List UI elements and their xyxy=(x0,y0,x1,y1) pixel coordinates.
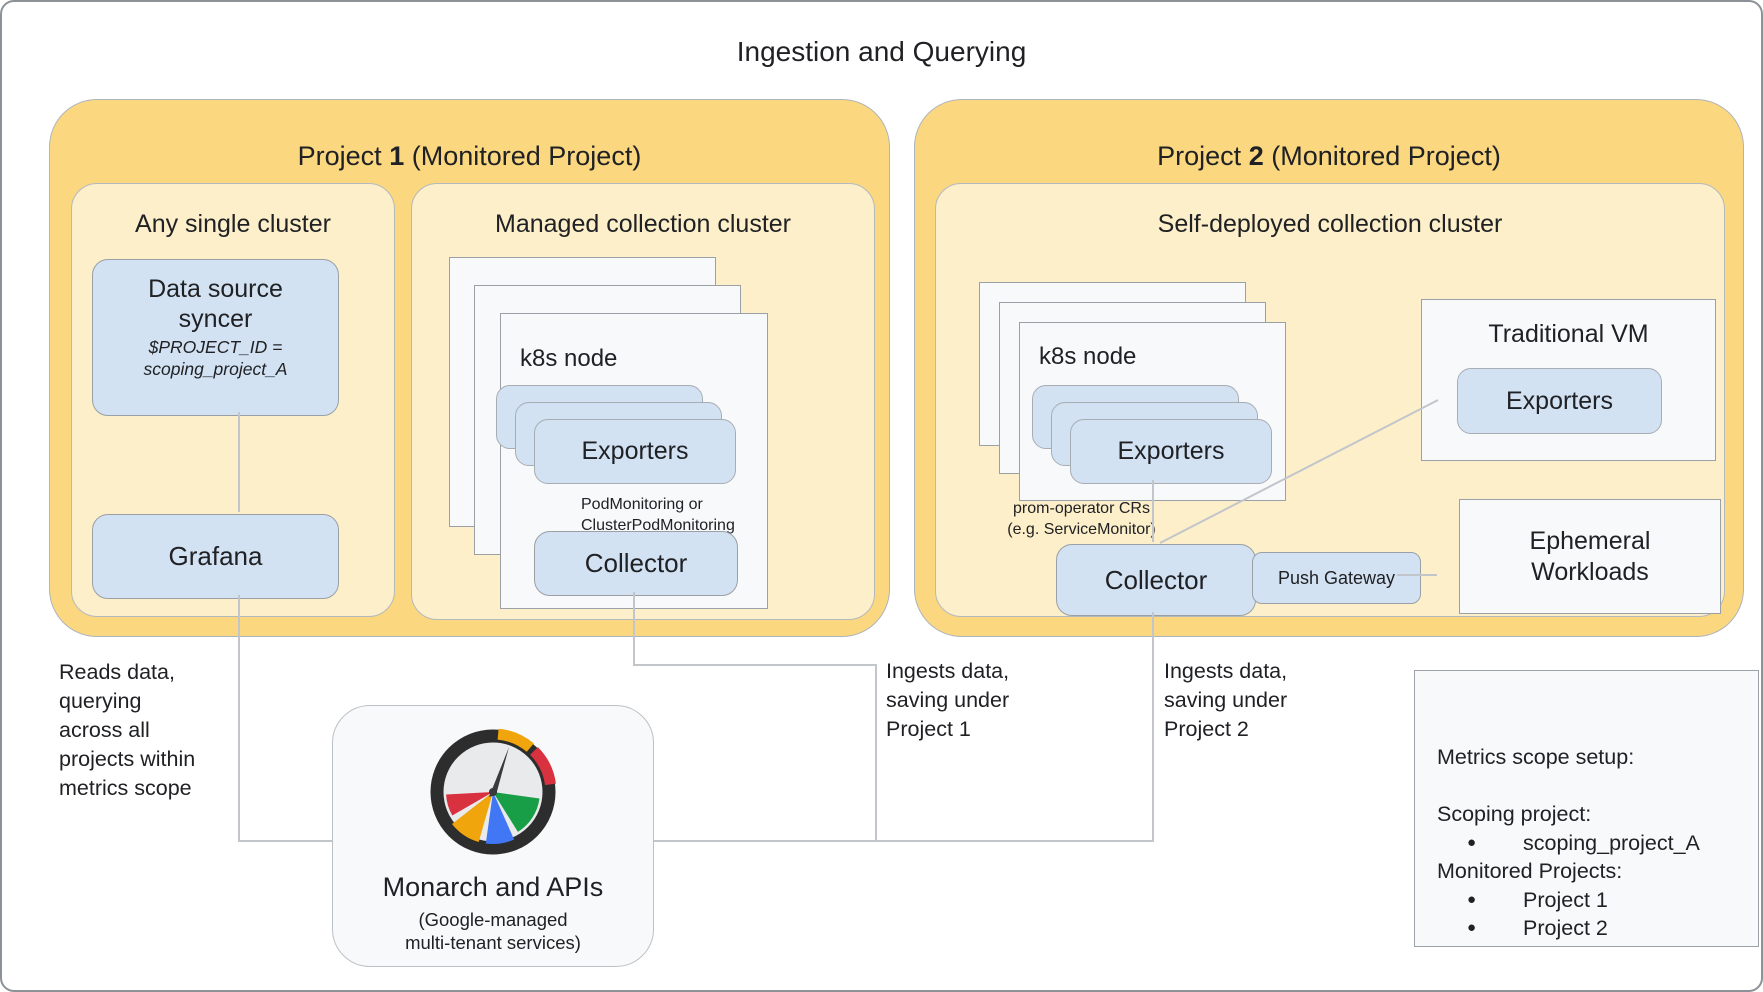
podmonitoring-note-line1: PodMonitoring or xyxy=(581,496,703,513)
metrics-scope-title: Metrics scope setup: xyxy=(1437,745,1635,769)
traditional-vm-box: Traditional VM Exporters xyxy=(1421,299,1716,461)
traditional-vm-label: Traditional VM xyxy=(1488,320,1649,348)
project1-container: Project 1 (Monitored Project) Any single… xyxy=(49,99,890,637)
metrics-scope-spacer xyxy=(1437,772,1758,801)
connector-collector1-horizontal xyxy=(633,664,877,666)
project1-label: Project 1 (Monitored Project) xyxy=(297,141,642,171)
project2-label: Project 2 (Monitored Project) xyxy=(1157,141,1501,171)
ingest1-line3: Project 1 xyxy=(886,717,971,741)
grafana-box: Grafana xyxy=(92,514,339,599)
monarch-subtitle-line2: multi-tenant services) xyxy=(405,932,581,953)
reads-data-line1: Reads data, xyxy=(59,660,175,684)
bullet-icon: ● xyxy=(1467,833,1477,851)
project-id-line2: scoping_project_A xyxy=(143,359,288,379)
collector-box-p1: Collector xyxy=(534,531,738,596)
any-single-cluster-label: Any single cluster xyxy=(135,210,331,238)
connector-collector1-down xyxy=(633,592,635,666)
traditional-vm-exporters-box: Exporters xyxy=(1457,368,1662,434)
scoping-project-label: Scoping project: xyxy=(1437,802,1592,826)
project-id-line1: $PROJECT_ID = xyxy=(148,337,283,357)
monitored-projects-label: Monitored Projects: xyxy=(1437,859,1623,883)
data-source-syncer-box: Data source syncer $PROJECT_ID = scoping… xyxy=(92,259,339,416)
ingest-project2-annotation: Ingests data, saving under Project 2 xyxy=(1164,657,1324,744)
ingest-project1-annotation: Ingests data, saving under Project 1 xyxy=(886,657,1046,744)
monitored-project-value-2: Project 2 xyxy=(1523,916,1608,940)
reads-data-line2: querying xyxy=(59,689,142,713)
collector-label-p2: Collector xyxy=(1104,564,1208,595)
ephemeral-workloads-box: Ephemeral Workloads xyxy=(1459,499,1721,614)
prom-operator-note-line1: prom-operator CRs xyxy=(1013,500,1150,517)
connector-pushgateway-ephemeral xyxy=(1397,574,1437,576)
scoping-project-item: ● scoping_project_A xyxy=(1437,829,1758,858)
ingest1-line2: saving under xyxy=(886,688,1010,712)
k8s-node-label: k8s node xyxy=(520,345,618,372)
self-deployed-cluster-box: Self-deployed collection cluster k8s nod… xyxy=(935,183,1725,617)
monarch-title: Monarch and APIs xyxy=(382,872,604,902)
ingest1-line1: Ingests data, xyxy=(886,659,1010,683)
self-deployed-cluster-label: Self-deployed collection cluster xyxy=(1157,210,1503,238)
reads-data-annotation: Reads data, querying across all projects… xyxy=(59,658,279,803)
push-gateway-box: Push Gateway xyxy=(1252,552,1421,604)
monarch-subtitle: (Google-managed multi-tenant services) xyxy=(333,908,653,954)
podmonitoring-note: PodMonitoring or ClusterPodMonitoring xyxy=(581,494,735,536)
grafana-label: Grafana xyxy=(168,541,263,571)
exporters-box: Exporters xyxy=(534,419,736,484)
managed-collection-cluster-box: Managed collection cluster k8s node Expo… xyxy=(411,183,875,620)
connector-exporters2-collector2 xyxy=(1152,480,1154,542)
collector-box-p2: Collector xyxy=(1056,544,1256,616)
monarch-subtitle-line1: (Google-managed xyxy=(418,909,568,930)
ingest2-line2: saving under xyxy=(1164,688,1288,712)
data-source-syncer-label: Data source syncer xyxy=(148,275,283,333)
exporters-label: Exporters xyxy=(581,437,689,465)
bullet-icon: ● xyxy=(1467,919,1477,936)
project2-container: Project 2 (Monitored Project) Self-deplo… xyxy=(914,99,1744,637)
data-source-syncer-project-id: $PROJECT_ID = scoping_project_A xyxy=(93,336,338,380)
ephemeral-workloads-label: Ephemeral Workloads xyxy=(1529,526,1651,586)
gauge-meter-icon xyxy=(430,728,556,855)
metrics-scope-panel: Metrics scope setup: Scoping project: ● … xyxy=(1414,670,1759,947)
connector-syncer-grafana xyxy=(238,412,240,512)
managed-collection-cluster-label: Managed collection cluster xyxy=(495,210,791,238)
monarch-box: Monarch and APIs (Google-managed multi-t… xyxy=(332,705,654,967)
bullet-icon: ● xyxy=(1467,890,1477,908)
podmonitoring-note-line2: ClusterPodMonitoring xyxy=(581,517,735,534)
prom-operator-note-line2: (e.g. ServiceMonitor) xyxy=(1007,521,1156,538)
connector-grafana-down xyxy=(238,595,240,842)
collector-label-p1: Collector xyxy=(584,548,688,578)
reads-data-line4: projects within xyxy=(59,747,196,771)
any-single-cluster-box: Any single cluster Data source syncer $P… xyxy=(71,183,395,617)
diagram-title: Ingestion and Querying xyxy=(736,36,1027,67)
ingest2-line3: Project 2 xyxy=(1164,717,1249,741)
exporters-label-p2: Exporters xyxy=(1117,437,1225,465)
connector-main-horizontal xyxy=(238,840,1154,842)
monitored-project-value-1: Project 1 xyxy=(1523,887,1608,912)
ingest2-line1: Ingests data, xyxy=(1164,659,1288,683)
reads-data-line5: metrics scope xyxy=(59,776,192,800)
connector-collector2-down xyxy=(1152,612,1154,842)
push-gateway-label: Push Gateway xyxy=(1277,567,1396,588)
monitored-project-item-1: ● Project 1 xyxy=(1437,886,1758,915)
scoping-project-value: scoping_project_A xyxy=(1523,830,1700,855)
prom-operator-note: prom-operator CRs (e.g. ServiceMonitor) xyxy=(974,498,1189,540)
connector-ingest1-down xyxy=(875,664,877,842)
k8s-node-label-p2: k8s node xyxy=(1039,343,1137,370)
traditional-vm-exporters-label: Exporters xyxy=(1506,386,1613,415)
reads-data-line3: across all xyxy=(59,718,150,742)
monitored-project-item-2: ● Project 2 xyxy=(1437,914,1758,943)
exporters-box-p2: Exporters xyxy=(1070,419,1272,484)
